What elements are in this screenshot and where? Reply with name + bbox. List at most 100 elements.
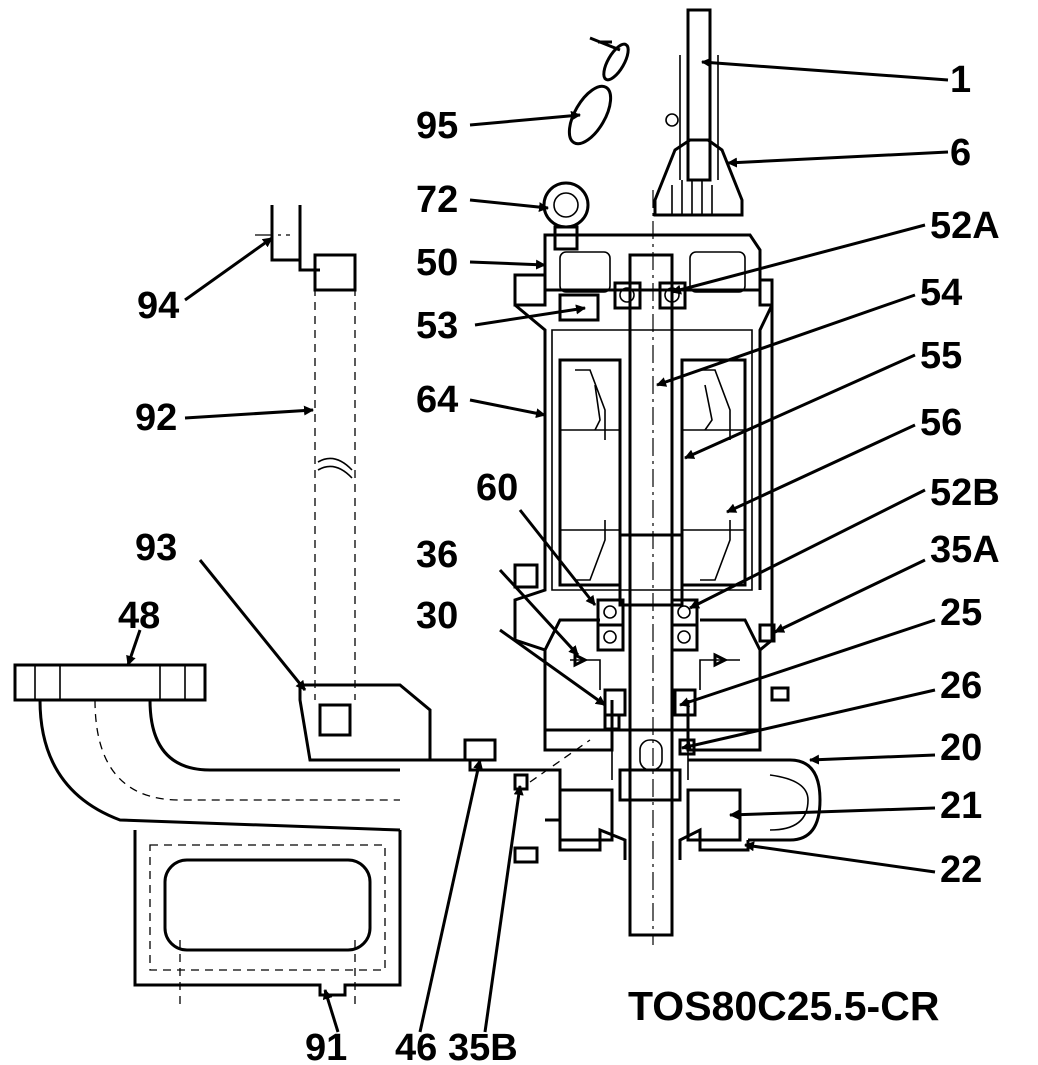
rotor-left	[558, 358, 622, 587]
cable-gland	[653, 138, 744, 217]
clamp-bolt	[665, 113, 679, 127]
leader-55	[684, 353, 916, 460]
guide-pipe-top	[313, 253, 357, 292]
callout-6: 6	[950, 132, 971, 174]
callout-56: 56	[920, 402, 962, 444]
callout-52B: 52B	[930, 472, 1000, 514]
callout-35A: 35A	[930, 529, 1000, 571]
discharge-elbow	[38, 699, 401, 832]
leader-60	[518, 509, 597, 606]
eye-bolt-ring	[542, 181, 590, 229]
impeller-key	[639, 739, 663, 771]
callout-60: 60	[476, 467, 518, 509]
callout-labels: 1 6 95 72 52A 50 94 54 53 55 92 64 56 60…	[118, 59, 1000, 1065]
eye-bolt-hole	[553, 192, 579, 218]
model-designation: TOS80C25.5-CR	[628, 983, 939, 1029]
cover-flange-left	[513, 273, 547, 307]
terminal-block	[558, 293, 600, 322]
callout-93: 93	[135, 527, 177, 569]
leader-25	[679, 618, 936, 707]
anchor-lines	[179, 940, 356, 1005]
oil-plugs	[573, 652, 729, 668]
leader-53	[474, 304, 586, 327]
frame-bolt-right	[758, 623, 776, 643]
cable	[686, 8, 712, 182]
shaft	[628, 253, 674, 937]
leader-35A	[774, 558, 926, 634]
base-stand	[133, 830, 402, 997]
leader-72	[469, 198, 549, 213]
upper-bracket	[270, 205, 320, 272]
pump-drawing	[400, 8, 822, 945]
callout-50: 50	[416, 242, 458, 284]
lower-bearing-r2	[670, 623, 699, 652]
stator-windings	[575, 369, 731, 581]
flange-bolts	[34, 665, 186, 700]
motor-frame	[513, 303, 774, 732]
callout-35B: 35B	[448, 1027, 518, 1065]
mechanical-seal-right	[673, 688, 697, 717]
leader-35B	[483, 785, 524, 1033]
callout-36: 36	[416, 534, 458, 576]
oil-passage	[529, 739, 591, 783]
leader-54	[656, 293, 916, 387]
leader-1	[701, 57, 949, 82]
leader-50	[469, 259, 546, 270]
callout-53: 53	[416, 305, 458, 347]
leader-lines	[126, 57, 949, 1033]
leader-52B	[689, 488, 926, 610]
cover-flange-right	[758, 278, 774, 307]
leader-91	[322, 989, 340, 1033]
guide-pipe	[314, 260, 356, 700]
leader-6	[727, 150, 949, 168]
leader-36	[498, 568, 580, 657]
callout-94: 94	[137, 285, 179, 327]
elbow-centerline	[94, 699, 400, 801]
leader-22	[744, 841, 936, 874]
suction-bolt	[513, 846, 539, 864]
leader-46	[418, 759, 483, 1033]
callout-95: 95	[416, 105, 458, 147]
leader-64	[469, 398, 546, 419]
leader-94	[184, 236, 273, 302]
rotor-core	[560, 429, 746, 531]
eye-bolt-shank	[553, 225, 579, 251]
leader-95	[469, 110, 581, 127]
lifting-chain	[567, 36, 630, 146]
lower-bearing-l2	[596, 623, 625, 652]
callout-92: 92	[135, 397, 177, 439]
callout-22: 22	[940, 849, 982, 891]
casing-bolt-right	[770, 686, 790, 702]
callout-91: 91	[305, 1027, 347, 1065]
seal-ring-right	[678, 738, 696, 756]
callout-64: 64	[416, 379, 458, 421]
callout-46: 46	[395, 1027, 437, 1065]
leader-52A	[671, 223, 926, 295]
frame-bolt-left	[513, 563, 539, 589]
winding-ends	[594, 384, 713, 431]
leader-26	[681, 688, 936, 751]
impeller	[558, 788, 742, 842]
rail-holder-bolt	[318, 703, 352, 737]
base-inner	[149, 844, 386, 971]
callout-20: 20	[940, 727, 982, 769]
leader-30	[499, 628, 606, 707]
cover-pocket-left	[559, 251, 611, 293]
leader-48	[126, 629, 142, 666]
connection-bolt-46	[463, 738, 497, 762]
base-window	[163, 858, 372, 952]
leader-20	[809, 753, 936, 765]
motor-frame-inner	[551, 329, 753, 591]
rail-holder	[298, 683, 432, 762]
callout-30: 30	[416, 595, 458, 637]
callout-72: 72	[416, 179, 458, 221]
pump-casing	[400, 758, 822, 842]
callout-21: 21	[940, 785, 982, 827]
cable-wires	[671, 180, 713, 215]
leader-93	[198, 559, 307, 691]
callout-25: 25	[940, 592, 982, 634]
callout-52A: 52A	[930, 205, 1000, 247]
oil-chamber-top	[543, 618, 762, 651]
discharge-flange	[13, 663, 207, 702]
